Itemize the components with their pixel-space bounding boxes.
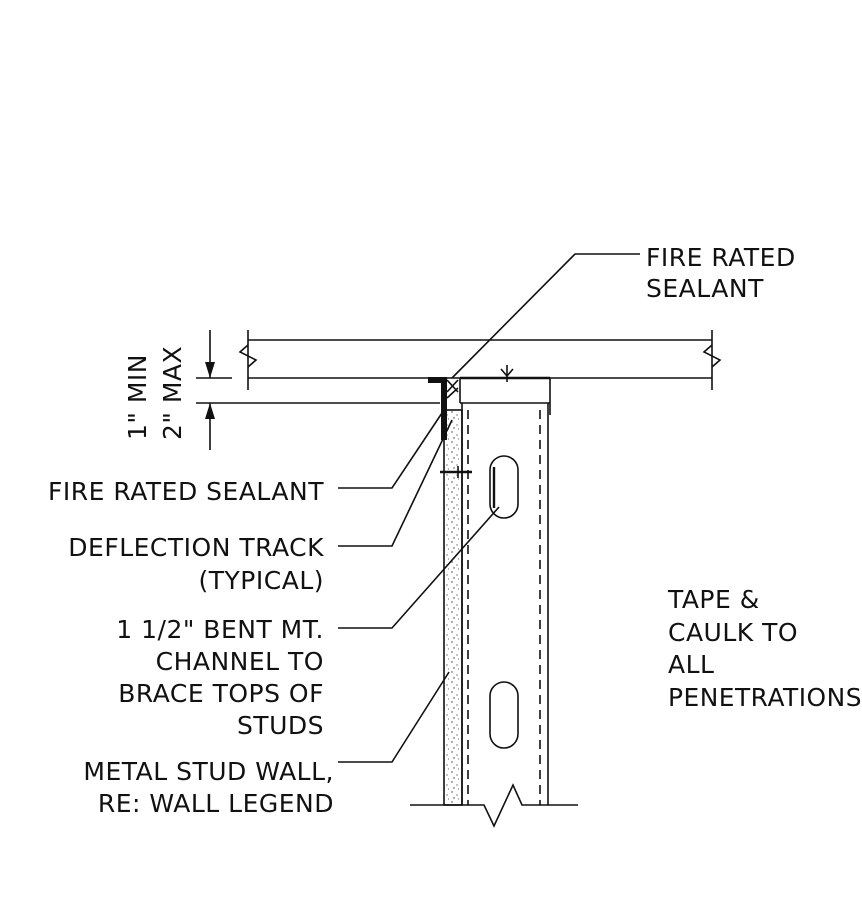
label-channel-3: BRACE TOPS OF [118,679,324,708]
label-stud-wall-1: METAL STUD WALL, [83,757,334,786]
label-deflection-track-1: DEFLECTION TRACK [68,533,324,562]
label-deflection-track-2: (TYPICAL) [199,566,324,595]
label-tape-4: PENETRATIONS [668,683,862,712]
label-fire-sealant-left: FIRE RATED SEALANT [48,477,324,506]
bent-channel [440,466,496,508]
fire-sealant-joint [428,377,459,440]
label-tape-2: CAULK TO [668,618,798,647]
label-dimension-min: 1" MIN [123,354,152,440]
leader-lines [338,253,640,763]
deflection-dimension [196,330,440,450]
gypsum-board [443,409,463,806]
bottom-break-line [410,783,578,828]
label-channel-2: CHANNEL TO [156,647,324,676]
deck-slab [238,330,722,390]
label-fire-sealant-top-1: FIRE RATED [646,243,796,272]
label-fire-sealant-top-2: SEALANT [646,274,764,303]
metal-stud [461,403,549,805]
label-dimension-max: 2" MAX [158,346,187,440]
label-tape-3: ALL [668,650,714,679]
label-stud-wall-2: RE: WALL LEGEND [98,789,334,818]
deflection-track [459,365,551,415]
label-channel-4: STUDS [237,711,324,740]
label-channel-1: 1 1/2" BENT MT. [116,615,324,644]
label-tape-1: TAPE & [667,585,760,614]
